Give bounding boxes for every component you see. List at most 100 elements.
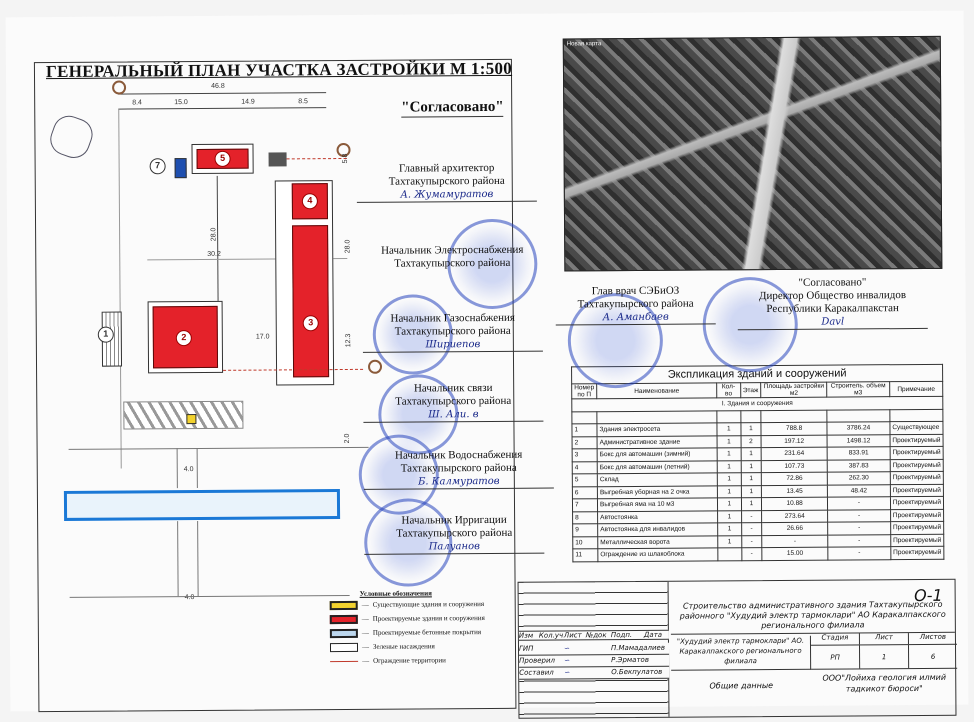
table-cell: - — [741, 522, 762, 536]
table-cell: 1 — [717, 522, 742, 536]
table-cell: 387.83 — [827, 459, 891, 473]
table-cell: Бокс для автомашин (зимний) — [597, 447, 718, 462]
approval-org: Республики Каракалпакстан — [766, 302, 899, 316]
stage-header: Лист — [859, 633, 909, 645]
approval-org: Тахтакупырского района — [400, 461, 517, 475]
table-cell: 788.8 — [761, 422, 828, 436]
dim-v3: 30.2 — [207, 250, 221, 258]
aerial-map: Новая карта — [562, 35, 943, 272]
legend-swatch — [329, 600, 358, 610]
table-cell: 2 — [740, 435, 762, 448]
signature: Davl — [737, 314, 928, 331]
table-cell: 1 — [717, 435, 741, 448]
table-cell: 10.88 — [761, 497, 828, 511]
table-cell: Ограждение из шлакоблока — [597, 547, 718, 562]
table-cell: Металлическая ворота — [597, 535, 718, 549]
approval-org: Тахтакупырского района — [396, 526, 513, 540]
table-cell: Проектируемый — [889, 433, 944, 447]
table-cell — [717, 547, 742, 561]
table-cell: Проектируемый — [889, 446, 944, 460]
table-cell: 1 — [717, 497, 742, 511]
staff-role: Составил — [519, 668, 554, 677]
table-cell: 1 — [717, 460, 741, 473]
building-6 — [268, 152, 287, 167]
table-cell: - — [741, 535, 762, 548]
approval-title: Глав врач СЭБиОЗ — [591, 284, 680, 298]
survey-point-icon — [112, 80, 127, 95]
approval-org: Тахтакупырского района — [577, 297, 694, 311]
table-cell: Выгребная уборная на 2 очка — [597, 485, 718, 499]
table-cell: Проектируемый — [890, 521, 944, 535]
legend-swatch — [330, 660, 359, 662]
building-number: 4 — [301, 193, 318, 210]
table-cell: 1 — [741, 497, 762, 511]
table-cell: 197.12 — [761, 434, 828, 448]
dim-v5: 17.0 — [255, 333, 270, 341]
col-label: Подп. — [610, 630, 633, 640]
table-cell: 1 — [717, 510, 742, 523]
table-cell: 1 — [740, 460, 762, 473]
table-cell: Проектируемый — [890, 546, 944, 560]
building-6-toilet — [174, 158, 187, 179]
table-cell: 7 — [572, 498, 598, 512]
aerial-label: Новая карта — [566, 41, 602, 48]
table-cell: 10 — [572, 536, 598, 549]
dim-total: 46.8 — [211, 82, 225, 90]
table-cell: Бокс для автомашин (летний) — [597, 460, 718, 474]
organization: "Худудий электр тармоклари" АО. Каракалп… — [670, 635, 812, 671]
dim-3: 14.9 — [241, 98, 255, 106]
table-cell: 273.64 — [761, 509, 828, 523]
table-cell: Проектируемый — [890, 458, 944, 472]
stage-header: Стадия — [810, 633, 860, 645]
table-cell: - — [827, 521, 891, 535]
dim-v6: 12.3 — [345, 333, 353, 348]
column-header: Этаж — [740, 382, 761, 398]
staff-role: ГИП — [518, 644, 534, 653]
table-cell: 1498.12 — [827, 434, 890, 448]
explication-table: Экспликация зданий и сооружений Номер по… — [571, 363, 944, 562]
column-header: Кол-во — [716, 382, 741, 398]
legend-label: Проектируемые здания и сооружения — [372, 614, 485, 623]
table-cell: 9 — [572, 523, 598, 537]
signature: А. Аманбаев — [555, 310, 716, 326]
building-number: 1 — [97, 326, 114, 343]
approval-org: Тахтакупырского района — [395, 394, 512, 408]
table-cell: 48.42 — [827, 484, 891, 498]
table-cell: - — [827, 496, 891, 510]
building-3 — [292, 225, 330, 378]
approval-block-invalids: "Согласовано" Директор Общество инвалидо… — [737, 276, 928, 331]
drawing-sheet: ГЕНЕРАЛЬНЫЙ ПЛАН УЧАСТКА ЗАСТРОЙКИ М 1:5… — [5, 10, 969, 719]
legend: Условные обозначения — Существующие здан… — [329, 589, 486, 668]
approval-title: Начальник Водоснабжения — [394, 448, 523, 462]
legend-item: — Проектируемые здания и сооружения — [329, 611, 485, 626]
table-cell: 1 — [740, 485, 762, 498]
table-cell: 4 — [572, 461, 598, 474]
approval-title: Начальник Ирригации — [401, 513, 507, 527]
dim-1: 8.4 — [132, 99, 142, 107]
table-cell: Склад — [597, 472, 718, 487]
approval-title: Директор Общество инвалидов — [758, 289, 907, 303]
table-cell: 1 — [717, 535, 742, 548]
building-number: 2 — [175, 330, 192, 347]
dim-v7: 4.0 — [183, 466, 194, 474]
building-number: 3 — [302, 315, 319, 332]
table-cell: - — [741, 510, 762, 523]
legend-label: Зеленые насаждения — [372, 642, 435, 651]
legend-item: — Существующие здания и сооружения — [329, 597, 485, 612]
dim-v9: 2.0 — [343, 433, 351, 444]
col-label: Лист — [563, 631, 582, 640]
table-cell: 26.66 — [761, 522, 828, 536]
legend-swatch — [329, 614, 358, 624]
table-cell: 833.91 — [827, 446, 891, 460]
table-cell: 262.30 — [827, 471, 891, 485]
legend-label: Существующие здания и сооружения — [372, 600, 485, 609]
table-cell: Проектируемый — [890, 471, 944, 485]
table-cell: 6 — [572, 486, 598, 499]
signature: Ш. Али. в — [363, 407, 544, 423]
